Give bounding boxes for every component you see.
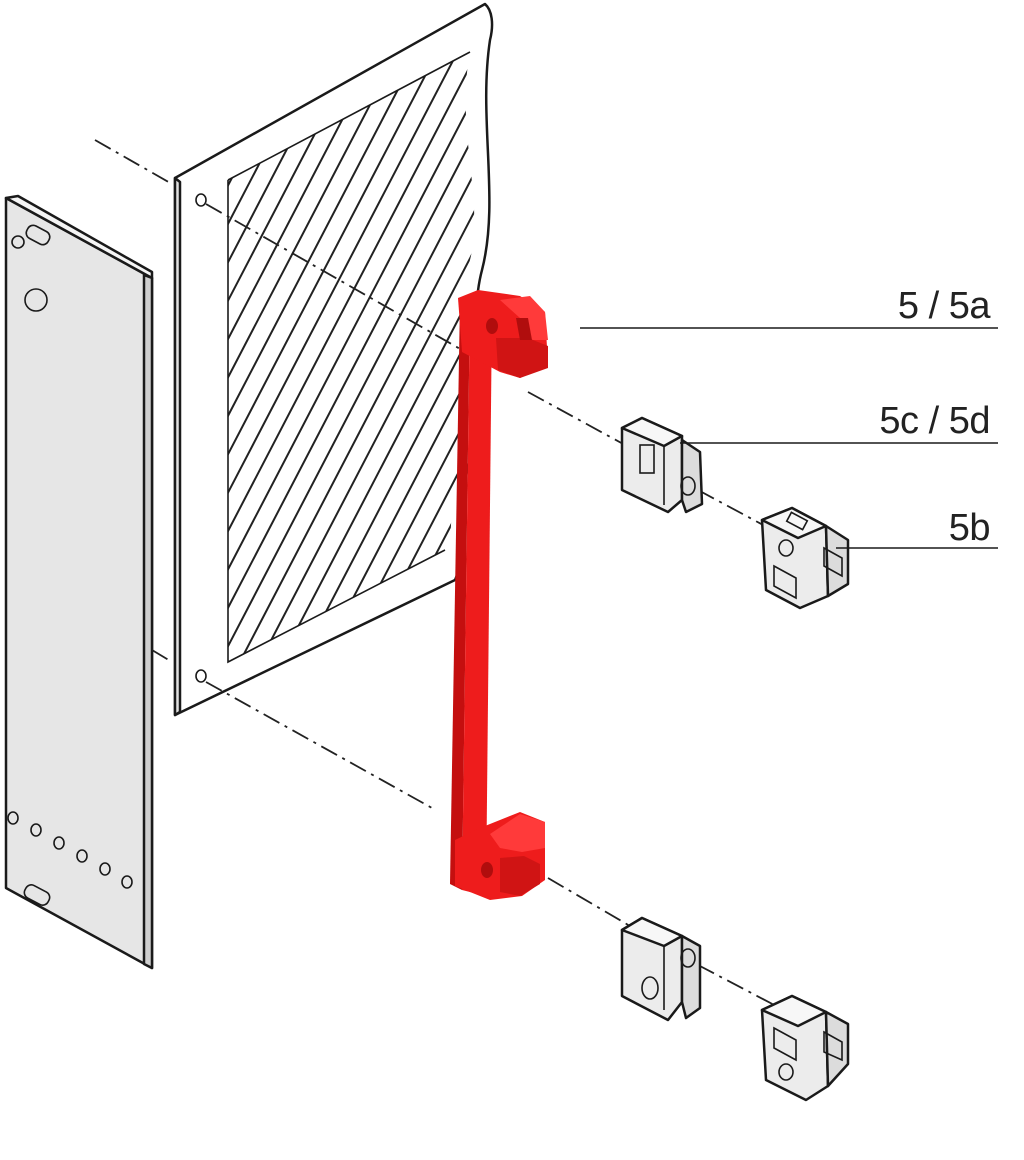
circuit-board (173, 2, 494, 717)
insert-top (620, 416, 704, 514)
panel-mounting-hole (24, 288, 48, 312)
callout-leaders (580, 327, 998, 549)
guide-strip-red (450, 290, 548, 900)
clip-top (760, 506, 850, 610)
panel-led-holes (7, 811, 133, 889)
board-hole-bottom (195, 669, 207, 683)
panel-slot-bottom-icon (23, 884, 51, 906)
front-panel (4, 194, 154, 970)
board-hole-top (195, 193, 207, 207)
strip-top-clip (458, 290, 548, 378)
strip-bottom-clip (455, 812, 545, 900)
callout-insert-label: 5c / 5d (879, 400, 990, 442)
assembly-lines (94, 139, 781, 1009)
panel-slot-top-icon (11, 224, 51, 249)
callout-strip-label: 5 / 5a (898, 285, 991, 327)
board-hatching (228, 52, 475, 662)
callout-clip-label: 5b (949, 507, 990, 549)
insert-bottom (620, 916, 702, 1022)
clip-bottom (760, 994, 850, 1102)
